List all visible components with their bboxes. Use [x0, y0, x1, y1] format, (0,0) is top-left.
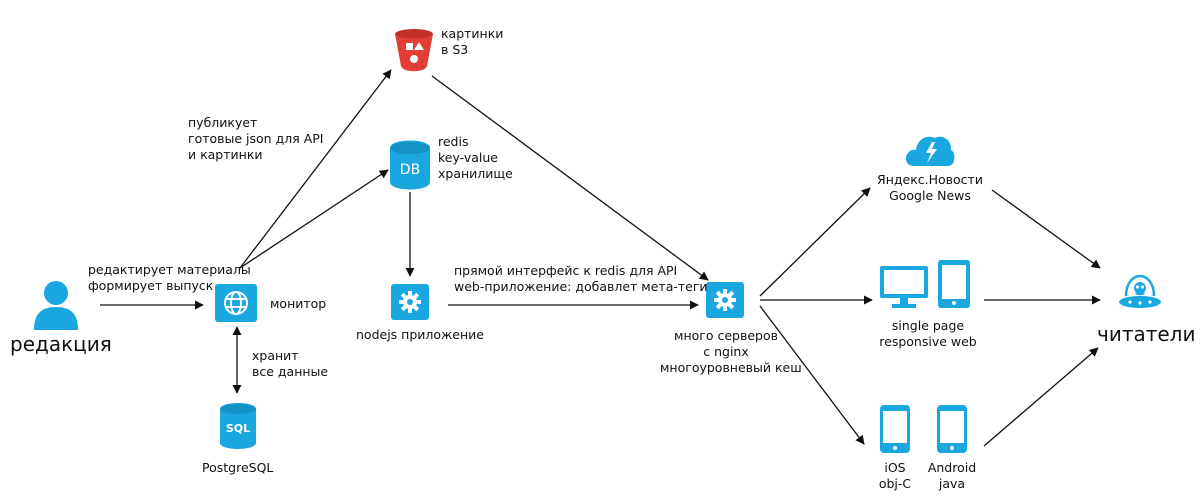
- sql-database-icon: SQL: [220, 403, 256, 449]
- arrow-servers-mobile: [759, 305, 865, 445]
- arrow-mobile-readers: [983, 347, 1099, 447]
- node-android-label: Android java: [927, 460, 977, 491]
- s3-bucket-icon: [395, 29, 433, 72]
- arrow-s3-servers: [431, 75, 709, 281]
- node-postgres-label: PostgreSQL: [202, 460, 274, 475]
- node-monitor-label: монитор: [270, 296, 327, 311]
- person-icon: [34, 281, 78, 330]
- edge-label-nodejs-servers: прямой интерфейс к redis для API web-при…: [454, 263, 708, 294]
- gear-app-icon: [706, 282, 744, 318]
- desktop-and-tablet-icon: [880, 260, 970, 308]
- node-web-label: single page responsive web: [879, 318, 977, 349]
- node-servers-label: много серверов с nginx многоуровневый ке…: [660, 328, 802, 375]
- node-readers-label: читатели: [1097, 322, 1196, 346]
- node-news-label: Яндекс.Новости Google News: [877, 172, 983, 203]
- cloud-lightning-icon: [906, 136, 955, 166]
- svg-text:SQL: SQL: [226, 422, 250, 435]
- arrow-monitor-s3: [239, 69, 392, 269]
- db-icon: DB: [390, 140, 430, 190]
- svg-text:DB: DB: [400, 162, 420, 178]
- globe-app-icon: [215, 284, 257, 322]
- edge-label-monitor-postgres: хранит все данные: [252, 348, 329, 379]
- arrow-monitor-redis: [239, 169, 389, 269]
- arrow-news-readers: [991, 189, 1101, 269]
- edge-label-monitor-s3: публикует готовые json для API и картинк…: [188, 115, 324, 162]
- node-editors-label: редакция: [10, 332, 112, 356]
- node-nodejs-label: nodejs приложение: [356, 327, 484, 342]
- node-ios-label: iOS obj-C: [878, 460, 912, 491]
- node-redis-label: redis key-value хранилище: [438, 134, 513, 181]
- phone-icon: [880, 405, 910, 453]
- phone-icon: [937, 405, 967, 453]
- arrow-servers-news: [759, 187, 871, 297]
- node-s3-label: картинки в S3: [441, 26, 504, 57]
- edge-label-editors-monitor: редактирует материалы формирует выпуск: [88, 262, 251, 293]
- alien-ufo-icon: [1119, 274, 1161, 308]
- gear-app-icon: [391, 284, 429, 320]
